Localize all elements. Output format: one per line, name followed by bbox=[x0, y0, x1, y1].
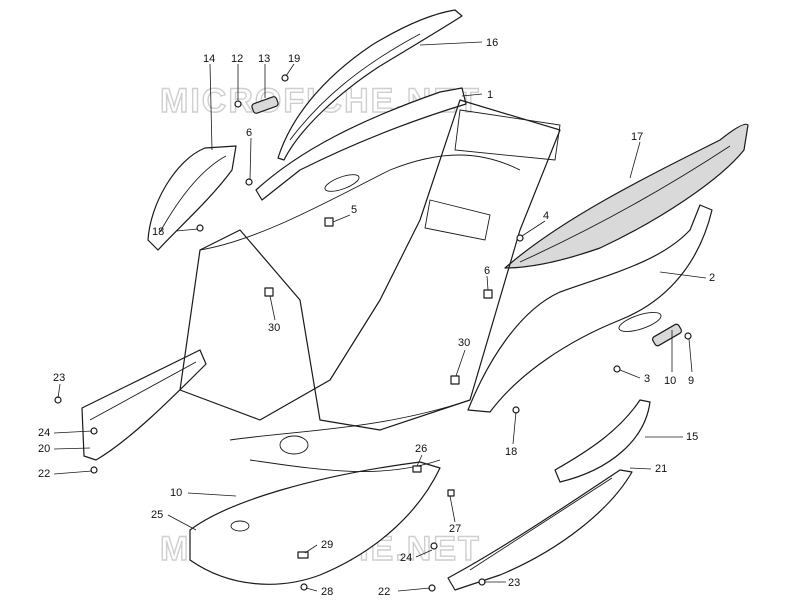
callout-27: 27 bbox=[449, 523, 461, 535]
part-14-left-cover bbox=[147, 145, 237, 251]
callout-22-left: 22 bbox=[38, 468, 50, 480]
callout-5: 5 bbox=[351, 204, 357, 216]
part-2-right-side-panel bbox=[467, 204, 713, 413]
callout-19: 19 bbox=[288, 53, 300, 65]
callouts: 16 1 14 12 13 19 6 17 5 4 18 6 2 30 30 1… bbox=[38, 37, 715, 598]
callout-24-left: 24 bbox=[38, 427, 50, 439]
callout-29: 29 bbox=[321, 539, 333, 551]
callout-28: 28 bbox=[321, 586, 333, 598]
callout-6-upper: 6 bbox=[246, 127, 252, 139]
callout-24-lower: 24 bbox=[400, 552, 412, 564]
part-21-right-rail bbox=[447, 469, 633, 591]
callout-3: 3 bbox=[644, 373, 650, 385]
part-20-left-rail bbox=[81, 349, 207, 461]
callout-1: 1 bbox=[487, 89, 493, 101]
callout-16: 16 bbox=[486, 37, 498, 49]
callout-18-lower: 18 bbox=[505, 446, 517, 458]
leader-lines bbox=[53, 41, 707, 592]
callout-4: 4 bbox=[543, 210, 549, 222]
callout-30-left: 30 bbox=[268, 322, 280, 334]
callout-23-left: 23 bbox=[53, 372, 65, 384]
callout-2: 2 bbox=[709, 272, 715, 284]
part-15-rear-trim bbox=[554, 399, 651, 483]
part-16-upper-cover bbox=[277, 9, 463, 161]
callout-13: 13 bbox=[258, 53, 270, 65]
callout-23-lower: 23 bbox=[508, 577, 520, 589]
callout-25: 25 bbox=[151, 509, 163, 521]
callout-18-upper: 18 bbox=[152, 226, 164, 238]
callout-26: 26 bbox=[415, 443, 427, 455]
fasteners bbox=[54, 74, 692, 592]
part-25-belly-cover bbox=[189, 461, 441, 585]
callout-20: 20 bbox=[38, 443, 50, 455]
callout-15: 15 bbox=[686, 431, 698, 443]
part-17-right-panel bbox=[504, 123, 749, 269]
callout-10-lower: 10 bbox=[170, 487, 182, 499]
callout-6-right: 6 bbox=[484, 265, 490, 277]
callout-12: 12 bbox=[231, 53, 243, 65]
callout-10-right: 10 bbox=[664, 375, 676, 387]
callout-14: 14 bbox=[203, 53, 215, 65]
callout-17: 17 bbox=[631, 131, 643, 143]
callout-9: 9 bbox=[688, 375, 694, 387]
callout-21: 21 bbox=[655, 463, 667, 475]
main-frame bbox=[179, 99, 561, 472]
callout-30-right: 30 bbox=[458, 337, 470, 349]
callout-22-lower: 22 bbox=[378, 586, 390, 598]
